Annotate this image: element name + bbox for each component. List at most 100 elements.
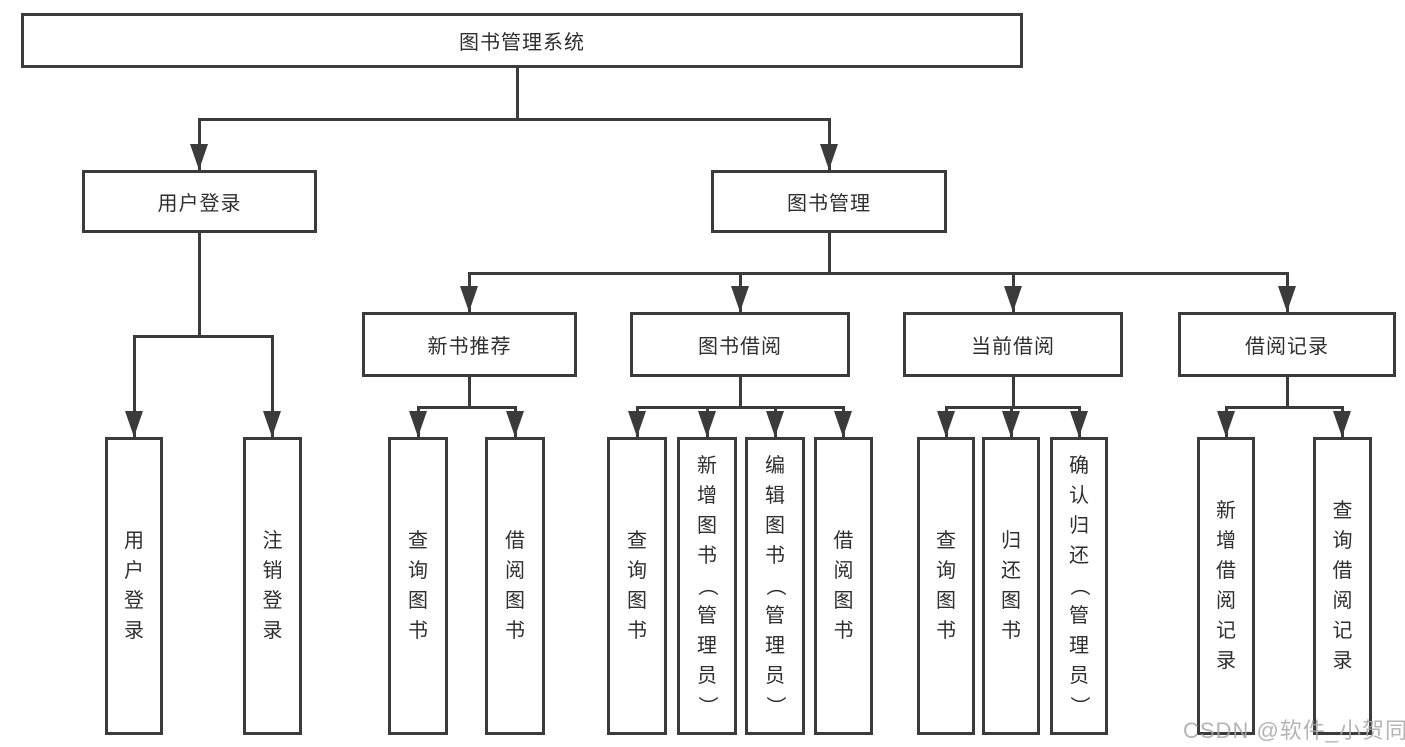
vertical-char: 员: [1069, 665, 1089, 687]
vertical-char: 销: [262, 560, 283, 582]
arrow-down-icon: [190, 144, 208, 170]
arrow-down-icon: [766, 411, 784, 437]
vertical-char: 询: [1332, 530, 1353, 552]
arrow-down-icon: [820, 144, 838, 170]
vertical-char: 录: [262, 620, 283, 642]
arrow-down-icon: [1002, 411, 1020, 437]
node-book-management-label: 图书管理: [787, 193, 871, 215]
leaf-query-borrow-record-label: 查询借阅记录: [1333, 496, 1353, 676]
leaf-borrow-book-recommend: 借阅图书: [485, 437, 545, 735]
vertical-char: 录: [1216, 650, 1236, 672]
arrow-down-icon: [698, 411, 716, 437]
node-borrowing-records-label: 借阅记录: [1245, 336, 1329, 358]
leaf-add-book-admin-label: 新增图书（管理员）: [696, 451, 718, 721]
vertical-char: 增: [697, 485, 717, 507]
vertical-char: 询: [936, 560, 956, 582]
connector-bar: [635, 405, 845, 409]
vertical-char: （: [696, 576, 718, 596]
vertical-char: 图: [697, 515, 717, 537]
csdn-watermark: CSDN @软件_小贺同学: [1183, 718, 1405, 743]
vertical-char: 查: [936, 530, 956, 552]
leaf-add-borrow-record-label: 新增借阅记录: [1216, 496, 1236, 676]
vertical-char: 员: [765, 665, 785, 687]
vertical-char: 新: [697, 455, 717, 477]
node-user-login: 用户登录: [82, 170, 317, 233]
connector-drop: [270, 336, 274, 437]
arrow-down-icon: [1070, 411, 1088, 437]
arrow-down-icon: [1217, 411, 1235, 437]
arrow-down-icon: [460, 286, 478, 312]
connector-bar: [467, 271, 1289, 275]
node-current-borrowing: 当前借阅: [903, 312, 1123, 377]
vertical-char: 记: [1332, 620, 1353, 642]
vertical-char: 借: [1216, 560, 1236, 582]
vertical-char: 记: [1216, 620, 1236, 642]
vertical-char: 阅: [833, 560, 854, 582]
leaf-user-login: 用户登录: [105, 437, 163, 735]
vertical-char: 新: [1216, 500, 1236, 522]
leaf-query-book-current: 查询图书: [917, 437, 975, 735]
vertical-char: ）: [764, 696, 786, 716]
vertical-char: 图: [627, 590, 647, 612]
vertical-char: 理: [765, 635, 785, 657]
vertical-char: 员: [697, 665, 717, 687]
connector-bar: [944, 405, 1081, 409]
vertical-char: 登: [124, 590, 144, 612]
connector-stem: [827, 233, 831, 275]
leaf-confirm-return-admin: 确认归还（管理员）: [1050, 437, 1108, 735]
connector-stem: [1011, 377, 1015, 409]
arrow-down-icon: [937, 411, 955, 437]
arrow-down-icon: [834, 411, 852, 437]
node-new-book-recommend: 新书推荐: [362, 312, 577, 377]
node-book-borrowing-label: 图书借阅: [698, 336, 782, 358]
vertical-char: 管: [1069, 605, 1089, 627]
vertical-char: 书: [505, 620, 525, 642]
vertical-char: 管: [697, 605, 717, 627]
arrow-down-icon: [1333, 411, 1351, 437]
connector-drop: [132, 336, 136, 437]
vertical-char: 编: [765, 455, 785, 477]
vertical-char: 书: [936, 620, 956, 642]
vertical-char: 注: [262, 530, 283, 552]
connector-bar: [132, 334, 274, 338]
leaf-query-book-borrow-label: 查询图书: [627, 526, 647, 646]
vertical-char: 书: [833, 620, 854, 642]
vertical-char: 认: [1069, 485, 1089, 507]
vertical-char: ）: [1068, 696, 1090, 716]
leaf-edit-book-admin: 编辑图书（管理员）: [745, 437, 805, 735]
leaf-query-book-current-label: 查询图书: [936, 526, 956, 646]
node-book-borrowing: 图书借阅: [630, 312, 850, 377]
vertical-char: 图: [408, 590, 428, 612]
arrow-down-icon: [263, 411, 281, 437]
node-new-book-recommend-label: 新书推荐: [427, 336, 512, 358]
vertical-char: 阅: [505, 560, 525, 582]
vertical-char: 阅: [1216, 590, 1236, 612]
vertical-char: 确: [1069, 455, 1089, 477]
vertical-char: 录: [1332, 650, 1353, 672]
node-user-login-label: 用户登录: [157, 193, 242, 215]
vertical-char: 询: [627, 560, 647, 582]
arrow-down-icon: [1004, 286, 1022, 312]
vertical-char: 图: [765, 515, 785, 537]
vertical-char: 查: [1332, 500, 1353, 522]
node-current-borrowing-label: 当前借阅: [971, 336, 1055, 358]
vertical-char: 还: [1069, 545, 1089, 567]
connector-stem: [738, 377, 742, 409]
vertical-char: 图: [505, 590, 525, 612]
connector-stem: [1285, 377, 1289, 409]
vertical-char: 还: [1001, 560, 1021, 582]
vertical-char: 登: [262, 590, 283, 612]
vertical-char: 查: [408, 530, 428, 552]
vertical-char: 用: [124, 530, 144, 552]
vertical-char: 借: [833, 530, 854, 552]
leaf-borrow-book: 借阅图书: [814, 437, 873, 735]
vertical-char: 归: [1001, 530, 1021, 552]
leaf-query-book-recommend: 查询图书: [388, 437, 448, 735]
vertical-char: 书: [627, 620, 647, 642]
arrow-down-icon: [125, 411, 143, 437]
leaf-confirm-return-admin-label: 确认归还（管理员）: [1068, 451, 1090, 721]
arrow-down-icon: [1278, 286, 1296, 312]
node-root: 图书管理系统: [21, 13, 1023, 68]
node-root-label: 图书管理系统: [459, 32, 585, 54]
